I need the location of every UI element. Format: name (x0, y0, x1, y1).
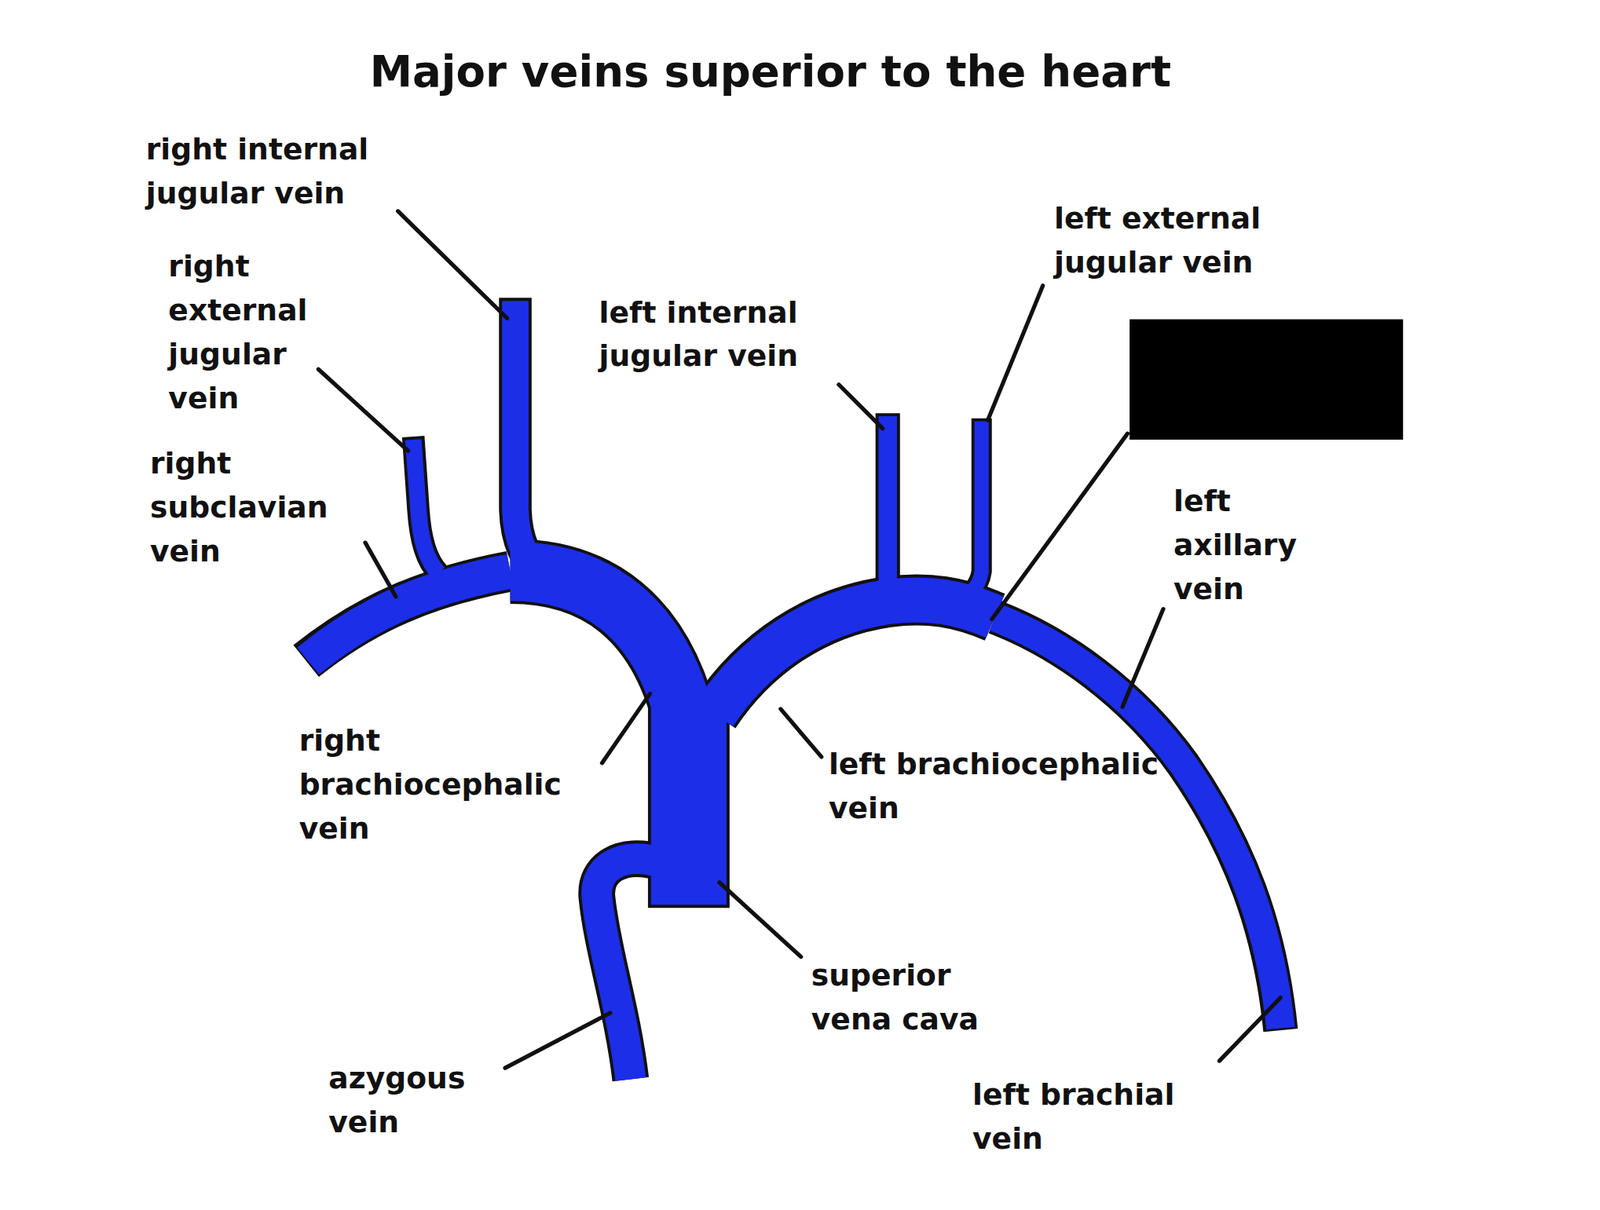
vein-label: left brachial vein (972, 1073, 1249, 1162)
vein-label: right subclavian vein (150, 442, 390, 575)
vein-label: right brachiocephalic vein (299, 719, 641, 852)
vein-label: left axillary vein (1173, 479, 1352, 612)
redacted-label-box (1129, 319, 1403, 440)
leader-lines (318, 211, 1281, 1069)
diagram-title: Major veins superior to the heart (369, 47, 1172, 99)
vein-label: left internal jugular vein (599, 290, 876, 379)
vein-label: left external jugular vein (1054, 197, 1351, 286)
vein-label: left brachiocephalic vein (828, 743, 1171, 832)
vein-label: azygous vein (328, 1057, 523, 1146)
vein-label: superior vena cava (811, 954, 1041, 1043)
vein-label: right external jugular vein (168, 245, 337, 421)
vein-label: right internal jugular vein (146, 127, 453, 216)
